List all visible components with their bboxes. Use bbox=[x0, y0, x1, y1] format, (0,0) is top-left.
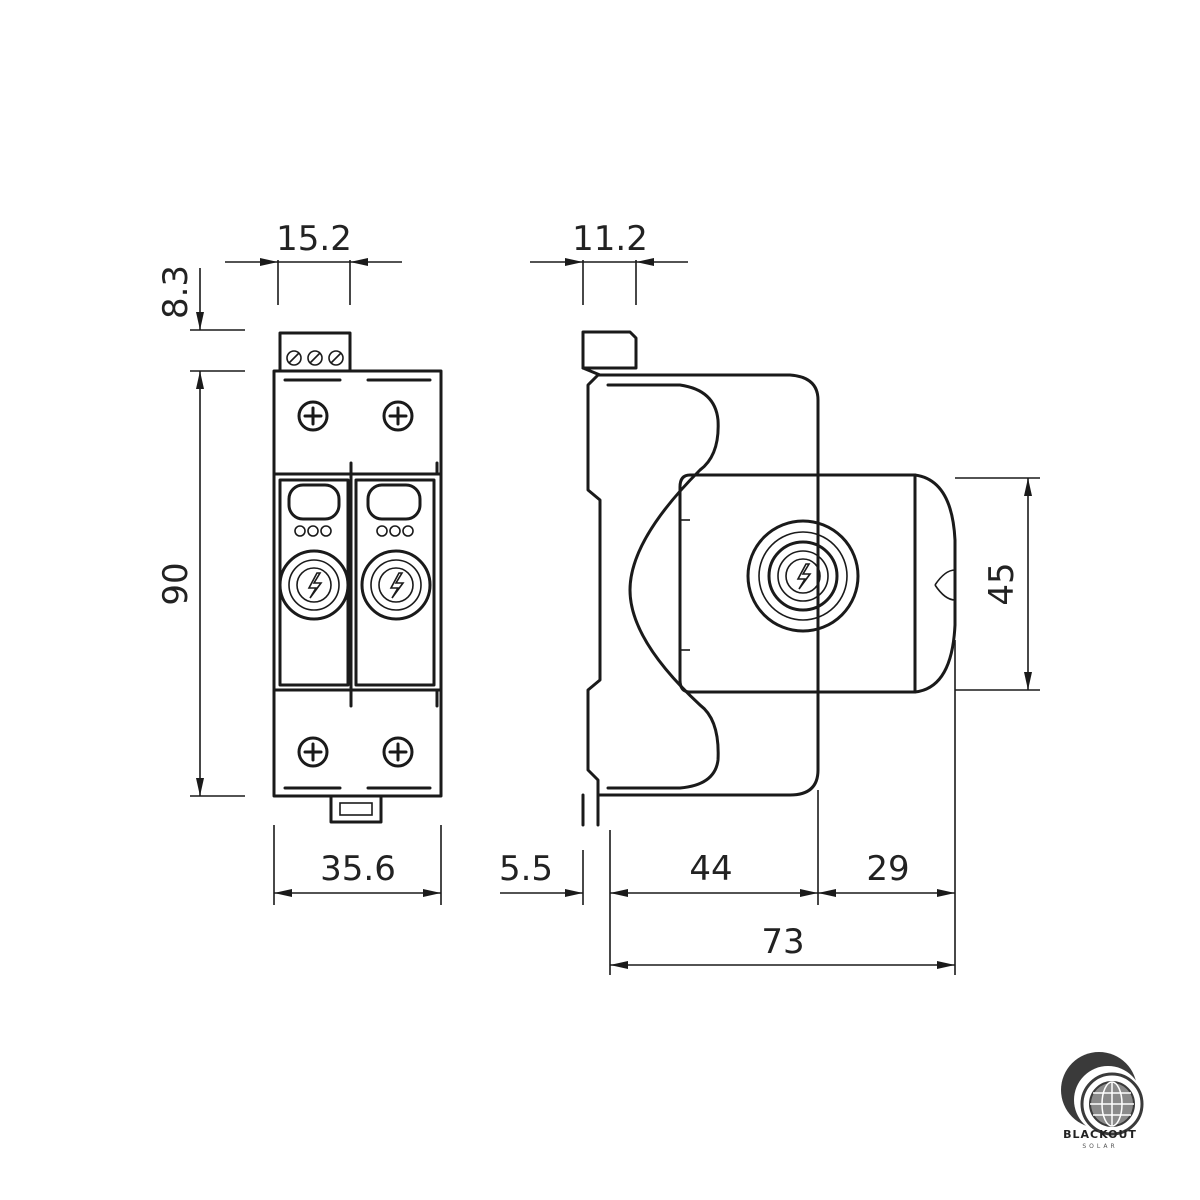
lightning-icon bbox=[767, 540, 839, 612]
logo-name: BLACKOUT bbox=[1063, 1128, 1137, 1141]
screw-icon bbox=[382, 736, 414, 768]
dimension-lines bbox=[190, 258, 1040, 975]
plug-module-2 bbox=[354, 478, 436, 687]
dimension-labels: 15.2 8.3 90 35.6 11.2 45 5.5 44 29 73 bbox=[156, 219, 1022, 962]
dim-label-29: 29 bbox=[866, 849, 909, 889]
side-view bbox=[581, 330, 957, 827]
dim-label-73: 73 bbox=[761, 922, 804, 962]
dim-label-45: 45 bbox=[982, 562, 1022, 605]
dim-label-44: 44 bbox=[689, 849, 732, 889]
side-body bbox=[586, 373, 820, 797]
blackout-logo: BLACKOUT SOLAR bbox=[1061, 1052, 1144, 1150]
dim-label-8-3: 8.3 bbox=[156, 265, 196, 319]
side-plug-module bbox=[678, 473, 957, 694]
dim-label-5-5: 5.5 bbox=[499, 849, 553, 889]
screw-icon bbox=[297, 736, 329, 768]
plug-module-1 bbox=[278, 478, 350, 687]
lightning-icon bbox=[278, 549, 350, 621]
screw-icon bbox=[382, 400, 414, 432]
logo-tagline: SOLAR bbox=[1082, 1143, 1117, 1150]
dim-label-15-2: 15.2 bbox=[276, 219, 352, 259]
dim-label-35-6: 35.6 bbox=[320, 849, 396, 889]
screw-icon bbox=[297, 400, 329, 432]
dim-label-11-2: 11.2 bbox=[572, 219, 648, 259]
globe-icon bbox=[1089, 1081, 1135, 1127]
lightning-icon bbox=[360, 549, 432, 621]
front-view bbox=[272, 331, 443, 824]
dim-label-90: 90 bbox=[156, 562, 196, 605]
din-rail-latch bbox=[329, 794, 383, 824]
